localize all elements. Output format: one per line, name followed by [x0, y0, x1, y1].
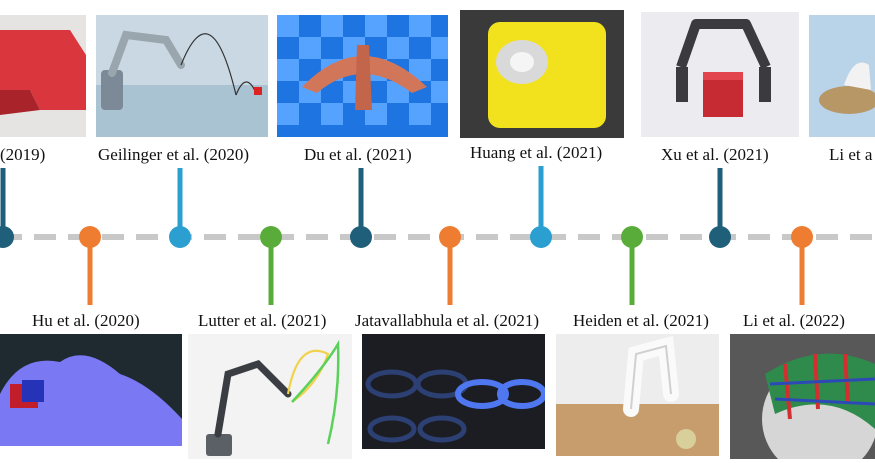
- label-bottom-hu: Hu et al. (2020): [32, 311, 140, 330]
- thumbnail-robot-arm-throw: [96, 15, 268, 137]
- node-geilinger: [169, 226, 191, 248]
- thumbnail-robot-table: [556, 334, 719, 456]
- label-bottom-heiden: Heiden et al. (2021): [573, 311, 709, 330]
- label-top-huang: Huang et al. (2021): [470, 143, 603, 162]
- node-xu: [709, 226, 731, 248]
- label-bottom-jatavallabhula: Jatavallabhula et al. (2021): [355, 311, 540, 330]
- thumbnail-soft-starfish: [277, 15, 448, 137]
- thumbnail-glowing-chains: [362, 334, 545, 449]
- label-bottom-lutter: Lutter et al. (2021): [198, 311, 327, 330]
- thumbnail-red-shape: [0, 15, 86, 137]
- node-jatavallabhula: [439, 226, 461, 248]
- node-heiden: [621, 226, 643, 248]
- label-top-li-cropped: Li et a: [829, 145, 873, 164]
- node-2019: [0, 226, 14, 248]
- label-top-xu: Xu et al. (2021): [661, 145, 769, 164]
- thumbnail-purple-granular: [0, 334, 182, 446]
- thumbnail-robot-arm-curve: [188, 334, 352, 459]
- thumbnail-gripper-box: [641, 12, 799, 137]
- label-top-2019: (2019): [0, 145, 46, 164]
- node-hu: [79, 226, 101, 248]
- thumbnail-cropped-right: [809, 15, 875, 137]
- thumbnail-yellow-sponge: [460, 10, 624, 138]
- node-huang: [530, 226, 552, 248]
- label-top-geilinger: Geilinger et al. (2020): [98, 145, 250, 164]
- thumbnail-plaid-cloth: [730, 334, 875, 459]
- node-li-2022: [791, 226, 813, 248]
- label-top-du: Du et al. (2021): [304, 145, 412, 164]
- node-lutter: [260, 226, 282, 248]
- node-du: [350, 226, 372, 248]
- label-bottom-li-2022: Li et al. (2022): [743, 311, 845, 330]
